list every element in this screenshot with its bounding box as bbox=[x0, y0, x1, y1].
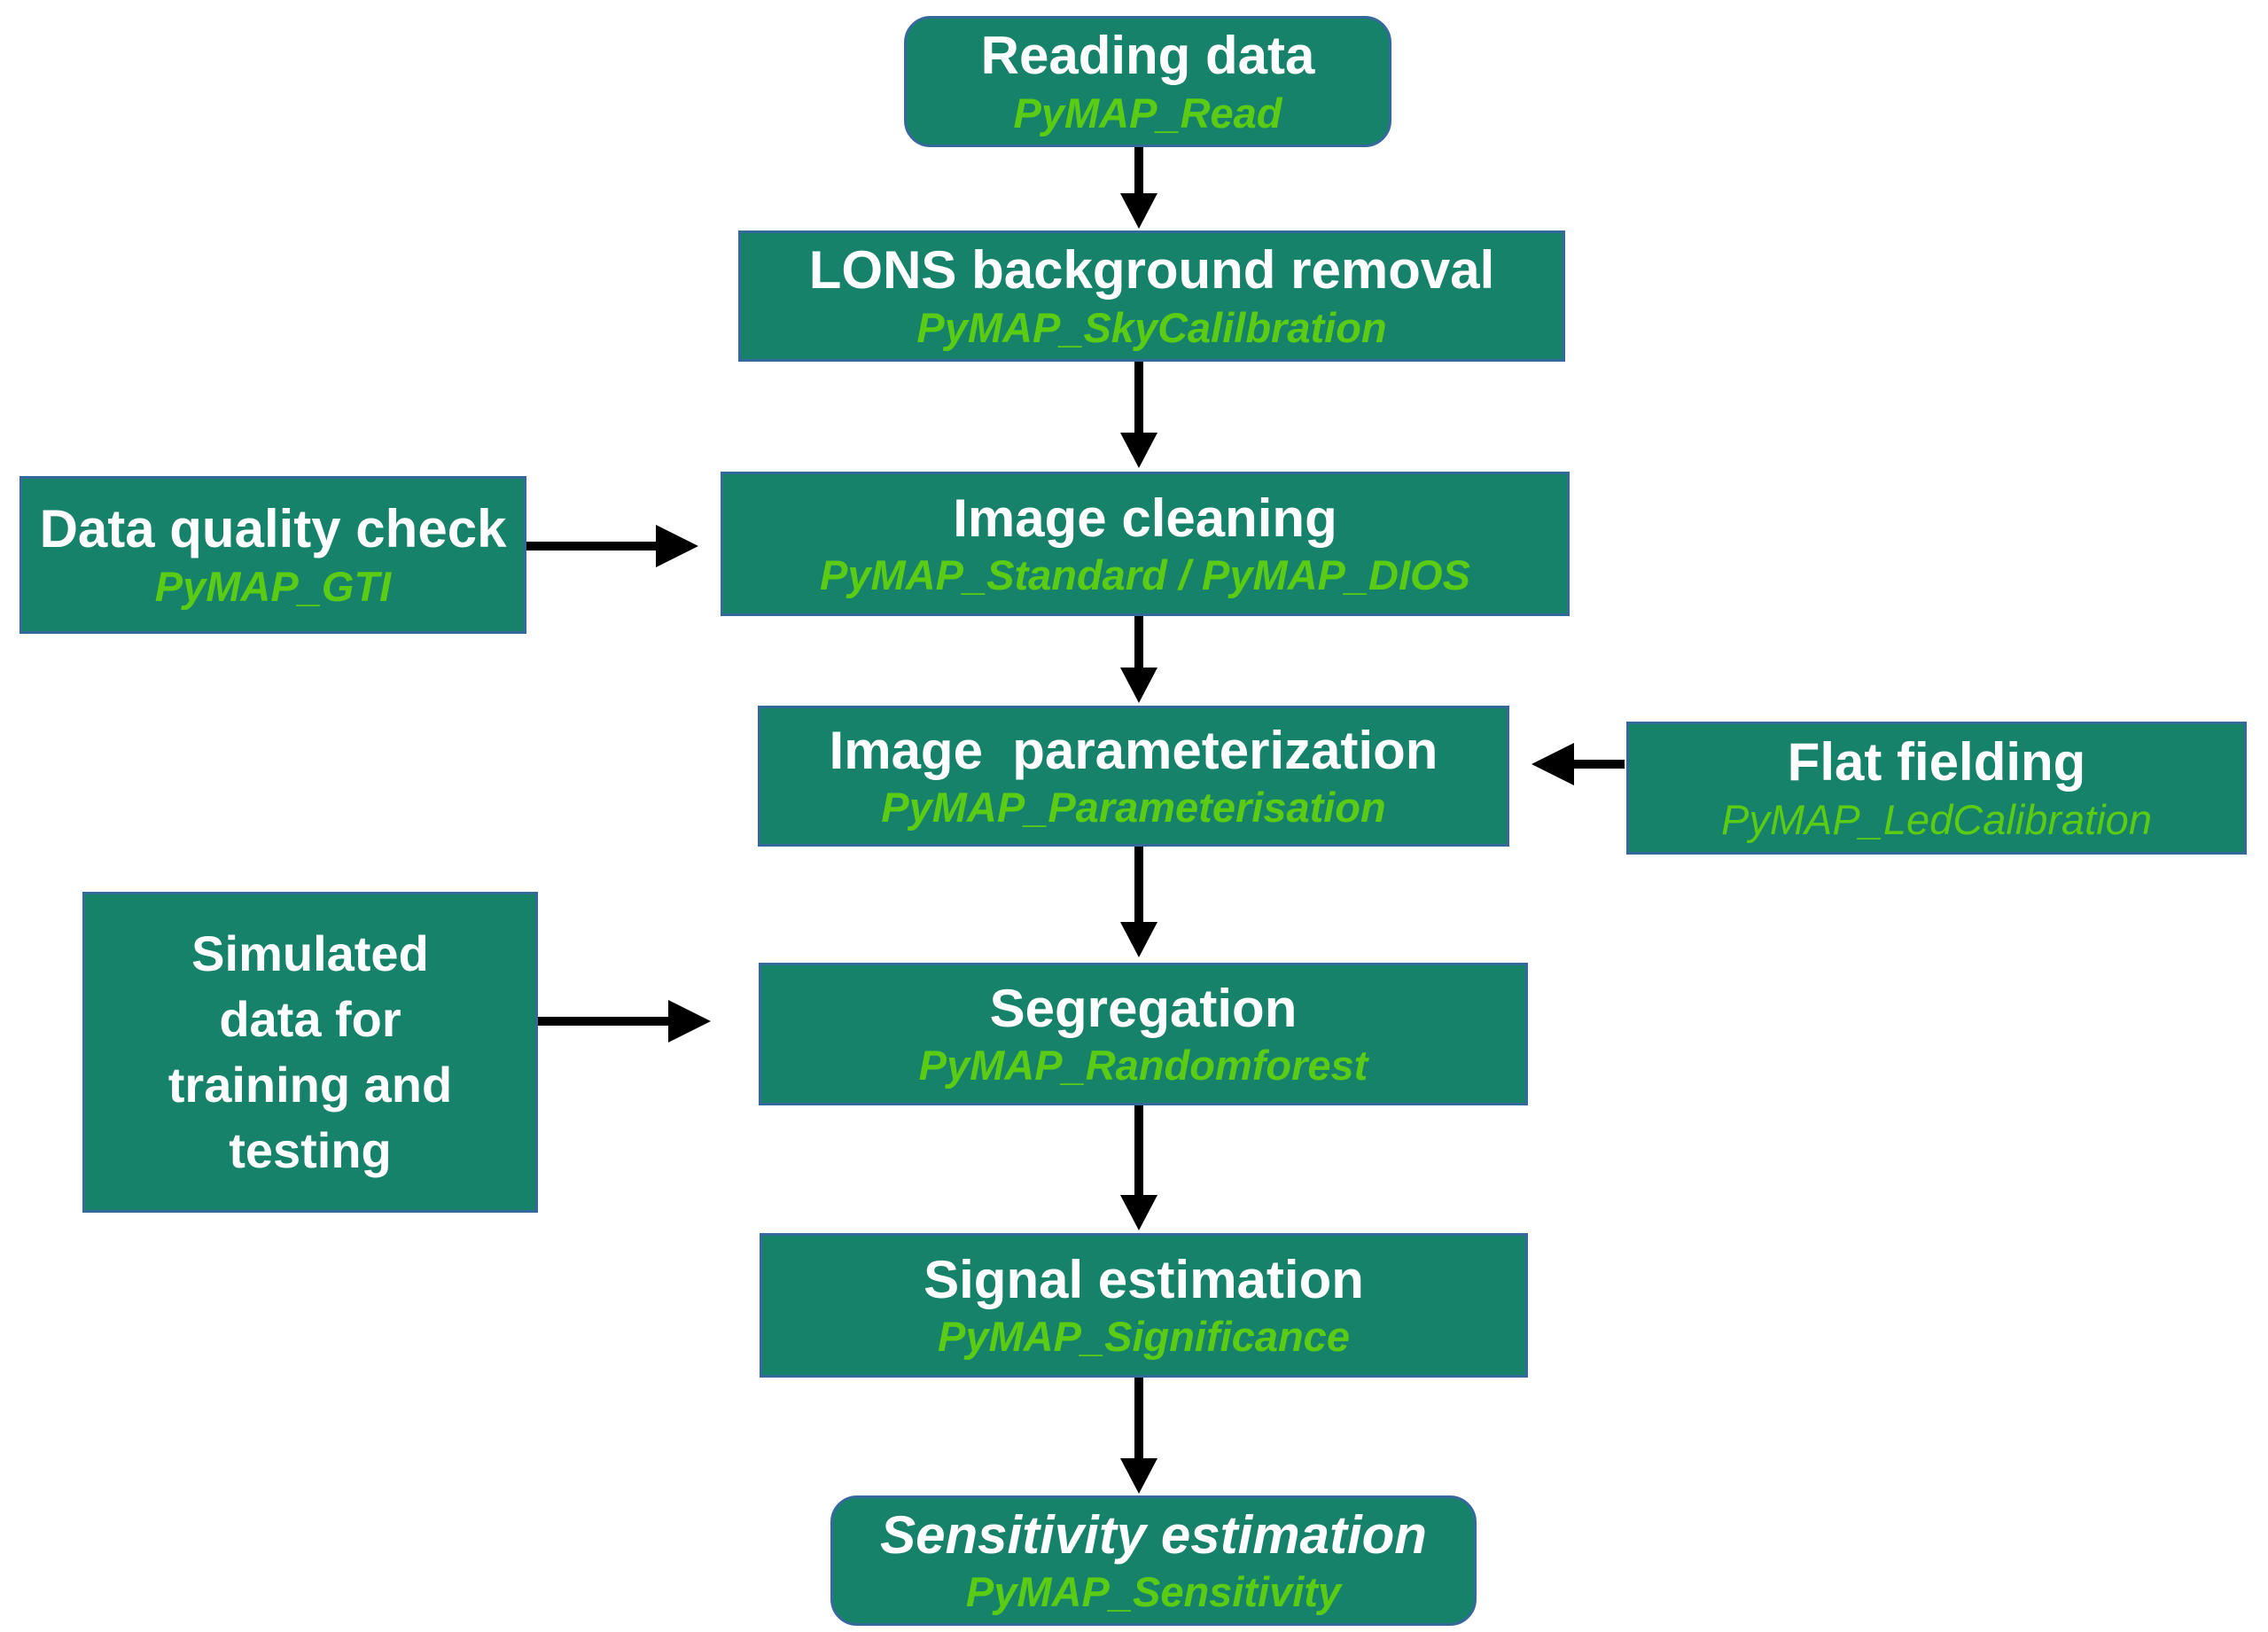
node-data-quality-check: Data quality check PyMAP_GTI bbox=[19, 476, 526, 634]
node-module-name: PyMAP_LedCalibration bbox=[1721, 795, 2152, 843]
node-module-name: PyMAP_Sensitivity bbox=[965, 1568, 1342, 1616]
arrow-signal-to-sensitivity bbox=[1120, 1378, 1157, 1494]
node-module-name: PyMAP_Standard / PyMAP_DIOS bbox=[820, 551, 1470, 599]
arrow-cleaning-to-parameterization bbox=[1120, 616, 1157, 703]
node-title: Image cleaning bbox=[953, 488, 1337, 548]
arrow-reading-to-lons bbox=[1120, 147, 1157, 229]
arrow-parameterization-to-segregation bbox=[1120, 847, 1157, 957]
node-title: Data quality check bbox=[39, 499, 507, 559]
node-module-name: PyMAP_GTI bbox=[154, 562, 392, 610]
node-title: Image parameterization bbox=[829, 720, 1438, 780]
node-title: Sensitivity estimation bbox=[880, 1504, 1427, 1565]
node-flat-fielding: Flat fielding PyMAP_LedCalibration bbox=[1626, 722, 2247, 855]
node-title: Segregation bbox=[989, 978, 1298, 1038]
node-lons-background-removal: LONS background removal PyMAP_SkyCalilbr… bbox=[738, 230, 1565, 362]
node-sensitivity-estimation: Sensitivity estimation PyMAP_Sensitivity bbox=[830, 1495, 1477, 1626]
node-module-name: PyMAP_Parameterisation bbox=[881, 784, 1386, 832]
node-title: Flat fielding bbox=[1787, 732, 2086, 793]
node-signal-estimation: Signal estimation PyMAP_Significance bbox=[760, 1233, 1528, 1378]
node-module-name: PyMAP_Significance bbox=[938, 1313, 1350, 1361]
node-image-cleaning: Image cleaning PyMAP_Standard / PyMAP_DI… bbox=[721, 472, 1570, 616]
arrow-lons-to-cleaning bbox=[1120, 362, 1157, 468]
arrow-simulated-to-segregation bbox=[538, 1000, 711, 1042]
node-title: Reading data bbox=[980, 26, 1315, 86]
node-title: Simulated data for training and testing bbox=[168, 925, 453, 1178]
node-image-parameterization: Image parameterization PyMAP_Parameteris… bbox=[758, 706, 1509, 847]
node-segregation: Segregation PyMAP_Randomforest bbox=[759, 963, 1528, 1105]
node-module-name: PyMAP_Randomforest bbox=[918, 1042, 1368, 1089]
node-module-name: PyMAP_SkyCalilbration bbox=[916, 303, 1387, 351]
arrow-data-quality-to-cleaning bbox=[526, 525, 698, 567]
node-title: Signal estimation bbox=[924, 1249, 1364, 1309]
node-title: LONS background removal bbox=[808, 240, 1495, 301]
node-simulated-data: Simulated data for training and testing bbox=[82, 892, 538, 1213]
arrow-segregation-to-signal bbox=[1120, 1105, 1157, 1230]
arrow-flat-fielding-to-parameterization bbox=[1531, 743, 1625, 785]
node-module-name: PyMAP_Read bbox=[1013, 89, 1282, 137]
node-reading-data: Reading data PyMAP_Read bbox=[904, 16, 1391, 147]
